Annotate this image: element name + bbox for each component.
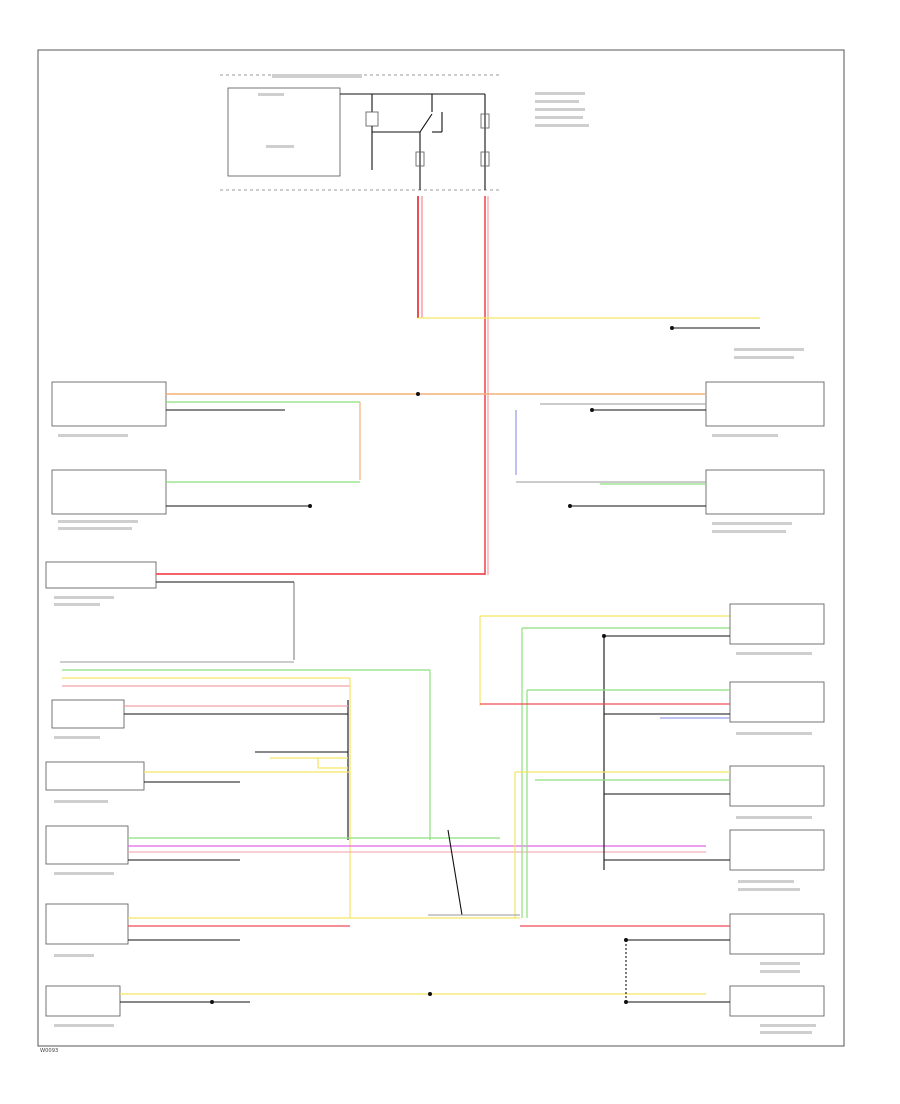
passenger-courtesy-lamp (705, 381, 825, 427)
left-cargo-lamp-2 (729, 985, 825, 1017)
driver-footwell-lamp (51, 469, 167, 515)
footer-code: W0093 (40, 1048, 58, 1054)
dome-lamp-3 (729, 765, 825, 807)
dome-lamp-2 (729, 681, 825, 723)
left-cargo-lamp (45, 561, 157, 589)
cargo-lamp (45, 903, 129, 945)
diagram-frame (37, 49, 845, 1047)
label-bars (54, 74, 816, 1034)
center-splice-line (447, 829, 463, 916)
dome-lamp-1 (729, 603, 825, 645)
fuse-relay-box (220, 74, 500, 191)
rear-dome-lamp (45, 761, 145, 791)
circuit-board-box (227, 87, 341, 177)
passenger-footwell-lamp (705, 469, 825, 515)
dome-lamp-4 (729, 829, 825, 871)
liftgate-lamp (51, 699, 125, 729)
dome-lamp-5 (729, 913, 825, 955)
right-cargo-lamp (45, 985, 121, 1017)
front-reading-lamp (45, 825, 129, 865)
driver-courtesy-lamp (51, 381, 167, 427)
